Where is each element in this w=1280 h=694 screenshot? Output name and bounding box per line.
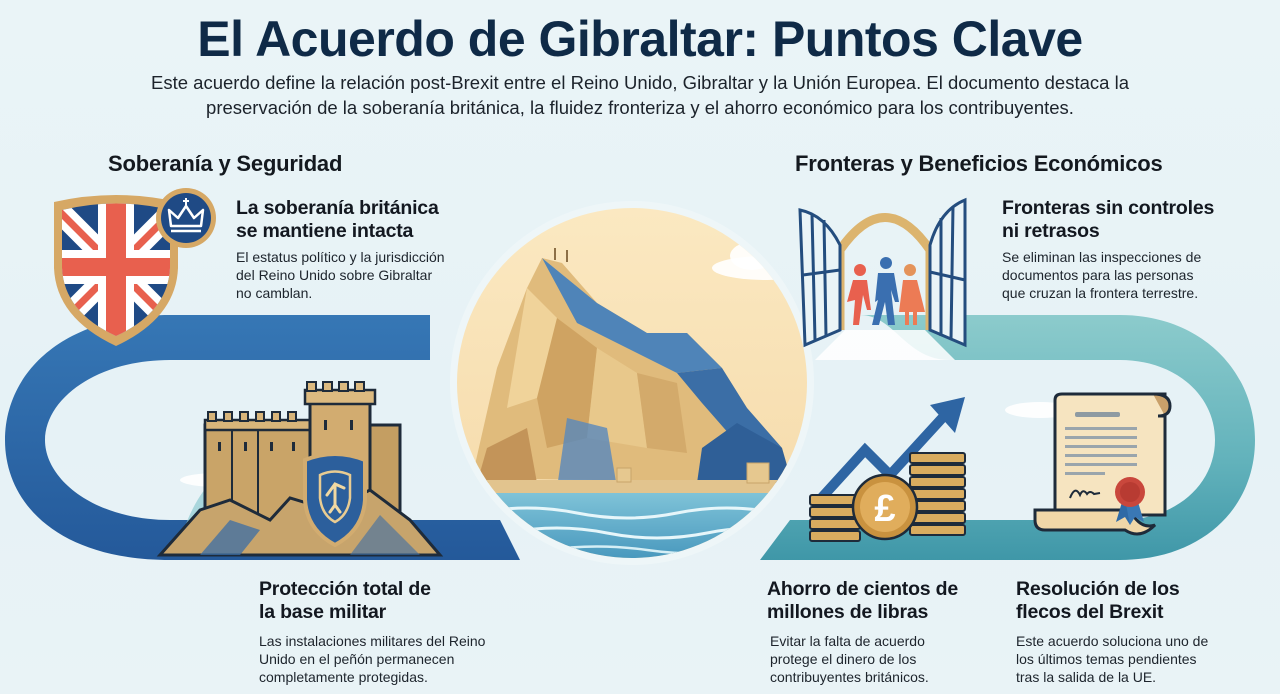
union-jack-shield-icon <box>54 188 216 346</box>
pound-coins-growth-icon: £ <box>809 397 966 542</box>
card-text-borders: Se eliminan las inspecciones de document… <box>1002 249 1202 301</box>
card-text-sovereignty: El estatus político y la jurisdicción de… <box>236 249 445 301</box>
card-title-borders: Fronteras sin controles ni retrasos <box>1002 197 1215 242</box>
card-title-sovereignty: La soberanía británica se mantiene intac… <box>236 197 439 242</box>
page-title: El Acuerdo de Gibraltar: Puntos Clave <box>197 11 1083 67</box>
pound-symbol: £ <box>874 488 895 530</box>
certificate-scroll-icon <box>1005 392 1172 536</box>
section-title-sovereignty: Soberanía y Seguridad <box>108 151 343 176</box>
card-title-savings: Ahorro de cientos de millones de libras <box>767 578 959 623</box>
crown-icon <box>167 204 205 228</box>
card-text-military: Las instalaciones militares del Reino Un… <box>259 633 486 685</box>
card-text-savings: Evitar la falta de acuerdo protege el di… <box>770 633 929 685</box>
open-gate-people-icon <box>798 197 967 360</box>
card-title-brexit: Resolución de los flecos del Brexit <box>1016 578 1180 623</box>
rock-of-gibraltar-illustration <box>450 201 814 565</box>
card-text-brexit: Este acuerdo soluciona uno de los último… <box>1016 633 1209 685</box>
castle-fortress-icon <box>156 381 444 557</box>
card-title-military: Protección total de la base militar <box>259 578 431 623</box>
section-title-borders-economy: Fronteras y Beneficios Económicos <box>795 151 1163 176</box>
page-subtitle: Este acuerdo define la relación post-Bre… <box>151 72 1129 118</box>
